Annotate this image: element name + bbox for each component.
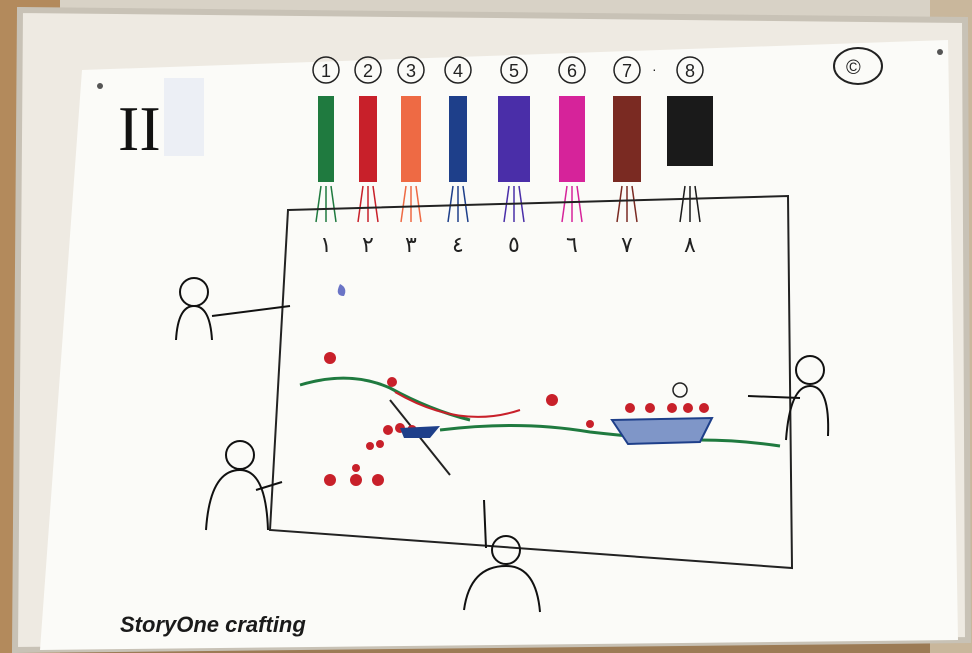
- legend-number: 4: [453, 61, 463, 81]
- legend-arabic-digit: ٥: [508, 233, 520, 258]
- legend-number: 2: [363, 61, 373, 81]
- legend-number: 5: [509, 61, 519, 81]
- legend-color-swatch: [667, 96, 713, 166]
- legend-color-swatch: [498, 96, 530, 182]
- legend-arabic-digit: ٣: [405, 233, 417, 258]
- legend-arabic-digit: ٦: [566, 233, 578, 258]
- legend-arabic-digit: ٤: [452, 233, 464, 258]
- legend-color-swatch: [449, 96, 467, 182]
- legend-separator: ·: [652, 61, 657, 77]
- legend-number: 8: [685, 61, 695, 81]
- legend-arabic-digit: ١: [320, 233, 332, 258]
- legend-color-swatch: [359, 96, 377, 182]
- legend-arabic-digit: ٧: [621, 233, 633, 258]
- photo-caption: StoryOne crafting: [120, 612, 306, 638]
- legend-color-swatch: [401, 96, 421, 182]
- corner-mark: ©: [846, 57, 861, 79]
- legend-number: 1: [321, 61, 331, 81]
- legend-color-swatch: [559, 96, 585, 182]
- roman-numeral: II: [118, 93, 161, 164]
- legend-color-swatch: [318, 96, 334, 182]
- legend-number: 7: [622, 61, 632, 81]
- legend-color-swatch: [613, 96, 641, 182]
- legend-arabic-digit: ٨: [684, 233, 696, 258]
- boat-icon: [612, 418, 712, 444]
- legend-number: 3: [406, 61, 416, 81]
- legend-arabic-digit: ٢: [362, 233, 374, 258]
- legend-number: 6: [567, 61, 577, 81]
